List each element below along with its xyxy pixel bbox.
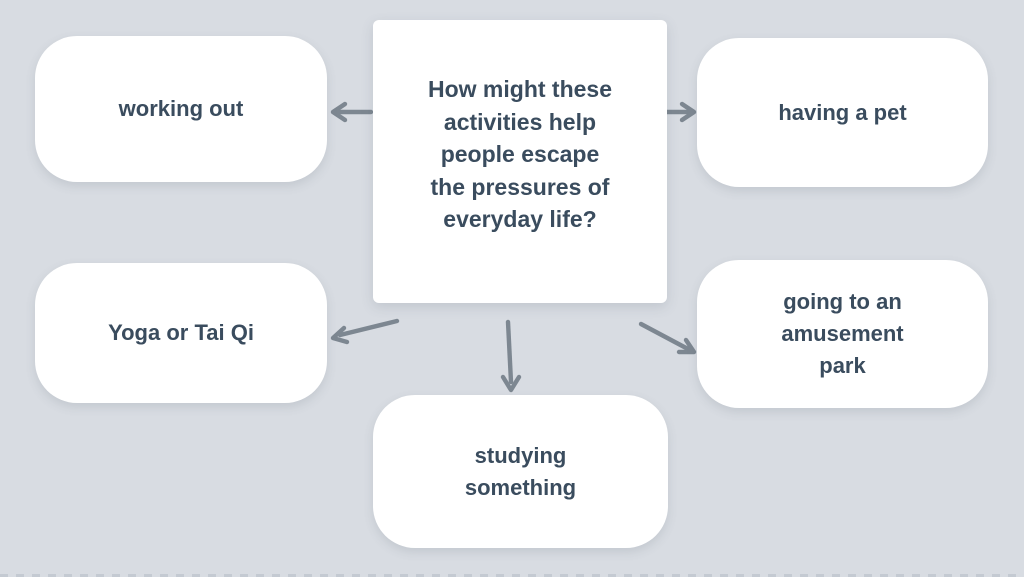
arrow-center-to-yoga	[330, 318, 400, 345]
node-studying-something: studying something	[373, 395, 668, 548]
node-yoga-or-tai-qi-label: Yoga or Tai Qi	[108, 320, 254, 345]
arrow-center-to-having-a-pet	[663, 101, 697, 123]
node-yoga-or-tai-qi: Yoga or Tai Qi	[35, 263, 327, 403]
center-question-text: How might these activities help people e…	[427, 76, 612, 233]
node-amusement-park-label: going to an amusement park	[781, 289, 904, 378]
arrow-center-to-working-out	[330, 101, 374, 123]
center-question-box: How might these activities help people e…	[373, 20, 667, 303]
bottom-dashed-divider	[0, 574, 1024, 577]
node-having-a-pet: having a pet	[697, 38, 988, 187]
node-working-out-label: working out	[118, 96, 244, 121]
arrow-center-to-studying	[500, 319, 522, 393]
node-amusement-park: going to an amusement park	[697, 260, 988, 408]
arrow-center-to-amusement	[638, 321, 697, 355]
node-studying-something-label: studying something	[464, 442, 577, 500]
node-working-out: working out	[35, 36, 327, 182]
node-having-a-pet-label: having a pet	[778, 99, 907, 125]
